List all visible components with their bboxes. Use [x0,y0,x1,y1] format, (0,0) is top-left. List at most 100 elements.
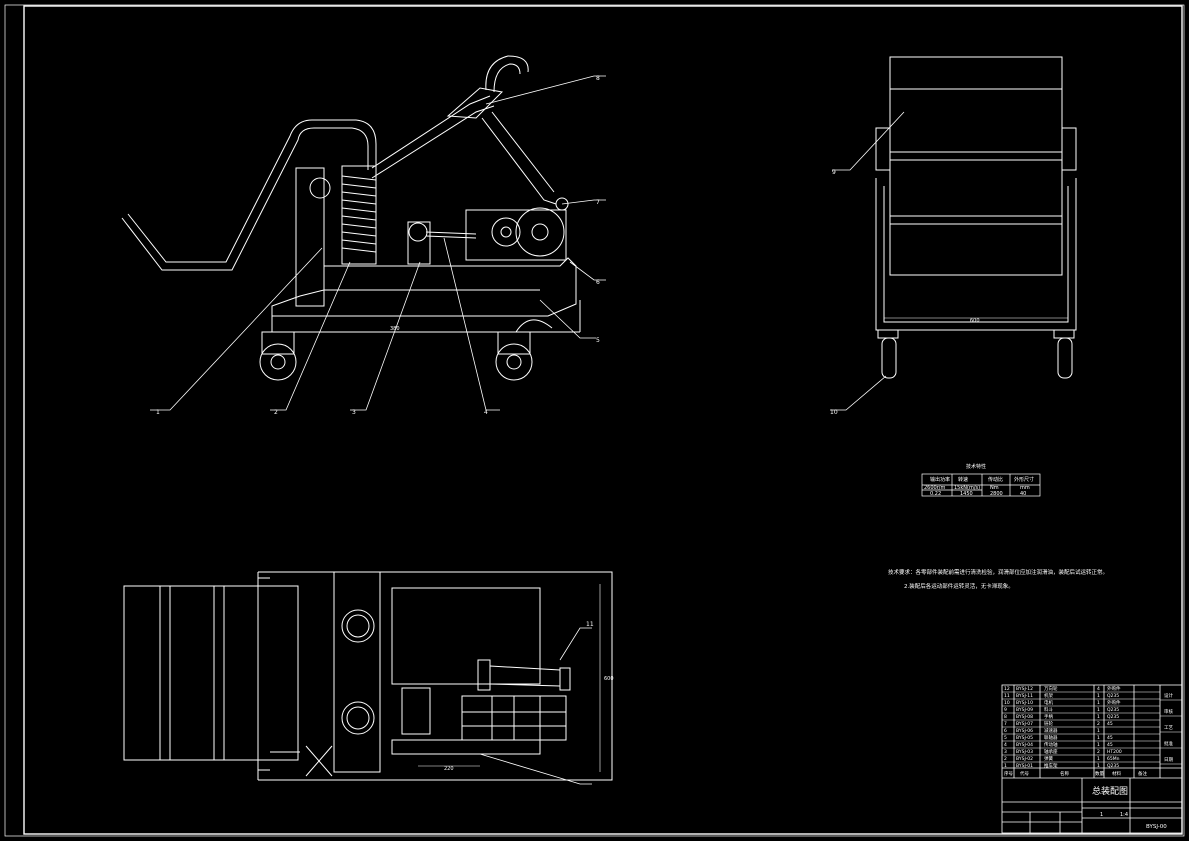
bom-cell: BYSJ-08 [1016,714,1033,720]
plan-view-hopper [123,585,299,761]
side-view-rear-wheel [259,343,297,381]
balloon-11: 11 [586,621,594,628]
front-view-right-caster-mount [1053,329,1075,339]
front-view-right-lug [1061,127,1077,171]
balloon-5: 5 [596,337,600,344]
spec-header-2: 传动比 [988,476,1003,483]
bom-cell: 45 [1107,735,1113,741]
spec-sub-2: Nm [990,485,999,491]
bom-cell: 1 [1097,763,1100,769]
bom-cell: 电机 [1044,699,1053,706]
bom-cell: 轴承座 [1044,748,1058,755]
front-view-left-lug [875,127,891,171]
bom-cell: 手柄 [1044,713,1053,720]
bom-cell: 2 [1004,756,1007,762]
bom-cell: 2 [1097,721,1100,727]
bom-cell: 11 [1004,693,1010,699]
side-cell-4: 日期 [1164,757,1173,763]
bom-cell: Q235 [1107,763,1119,769]
bom-cell: 外购件 [1107,699,1121,706]
side-view-spring [341,175,377,253]
side-view-front-wheel-fork [497,331,531,355]
side-view-gear-small [491,217,521,247]
side-view-link-arm [481,111,557,205]
plan-view-column [333,571,381,773]
plan-view-base-rail [391,739,541,755]
side-view-rear-wheel-hub [270,354,286,370]
technical-note-2: 2.装配后各运动部件运转灵活，无卡滞现象。 [904,582,1014,590]
side-cell-1: 审核 [1164,708,1173,715]
plan-view-left-bracket [258,577,270,771]
side-view-deck [271,257,577,317]
bom-cell: BYSJ-01 [1016,763,1033,769]
balloon-1: 1 [156,409,160,416]
bom-cell: 外购件 [1107,685,1121,692]
front-view-left-caster [881,337,897,379]
side-view-front-wheel [495,343,533,381]
drawing-title: 总装配图 [1092,785,1128,797]
plan-view-bearing-seat [401,687,431,735]
plan-view-deck-plate [391,587,541,685]
balloon-7: 7 [596,199,600,206]
spec-header-1: 转速 [958,476,968,483]
bom-cell: 机架 [1044,692,1053,699]
spec-table-grid [921,473,1041,497]
bom-cell: BYSJ-04 [1016,742,1033,748]
bom-cell: 2 [1097,749,1100,755]
side-view-gear-large-hub [531,223,549,241]
bom-cell: 传动轴 [1044,741,1058,748]
side-view-column-wheel [309,177,331,199]
bom-cell: 10 [1004,700,1010,706]
plan-view-chain [489,665,561,687]
drawing-scale: 1:4 [1120,812,1128,818]
bom-cell: 推车架 [1044,762,1058,769]
front-view-hopper-bands [890,151,1062,225]
bom-cell: BYSJ-10 [1016,700,1033,706]
side-view-gear-small-hub [500,226,512,238]
side-view-gearbox [465,209,567,261]
plan-view-caster-marks [270,745,333,777]
bom-cell: 9 [1004,707,1007,713]
bom-cell: 1 [1097,735,1100,741]
bom-cell: BYSJ-03 [1016,749,1033,755]
bom-header-0: 序号 [1004,770,1013,777]
bom-cell: HT200 [1107,749,1122,755]
bom-cell: 1 [1004,763,1007,769]
balloon-3: 3 [352,409,356,416]
dim-frame-height: 600 [604,676,614,682]
plan-view-leaders [479,627,592,785]
plan-view [123,571,613,781]
bom-cell: 45 [1107,742,1113,748]
bom-header-5: 备注 [1138,770,1147,777]
plan-view-chain-sprocket [477,659,491,691]
bom-cell: 5 [1004,735,1007,741]
bom-cell: 1 [1097,756,1100,762]
spec-value-1: 1450 [960,491,973,497]
side-cell-0: 设计 [1164,692,1173,699]
spec-sub-0: 2600r/m [924,485,945,491]
bom-cell: 4 [1097,686,1100,692]
bom-cell: 1 [1097,693,1100,699]
plan-view-column-hole-top [341,609,375,643]
front-view-leaders [830,111,905,411]
drawing-number: BYSJ-00 [1146,824,1167,830]
side-view-column [295,167,325,307]
side-view-shaft-line [425,231,477,239]
technical-note-1: 技术要求：各零部件装配前需进行清洗检验，润滑部位应加注润滑油，装配后试运转正常。 [888,568,1108,576]
bom-cell: 65Mn [1107,756,1120,762]
balloon-4: 4 [484,409,488,416]
bom-header-4: 材料 [1112,770,1121,777]
balloon-10: 10 [830,409,838,416]
title-block-side-lines [1160,699,1182,765]
dim-frame-width: 600 [970,318,980,324]
bom-header-3: 数量 [1095,770,1104,777]
bom-cell: BYSJ-09 [1016,707,1033,713]
bom-cell: 万向轮 [1044,685,1058,692]
bom-cell: 8 [1004,714,1007,720]
balloon-8: 8 [596,75,600,82]
bom-cell: Q235 [1107,714,1119,720]
bom-cell: BYSJ-02 [1016,756,1033,762]
side-view [121,55,581,381]
plan-view-hopper-dividers [159,586,225,760]
